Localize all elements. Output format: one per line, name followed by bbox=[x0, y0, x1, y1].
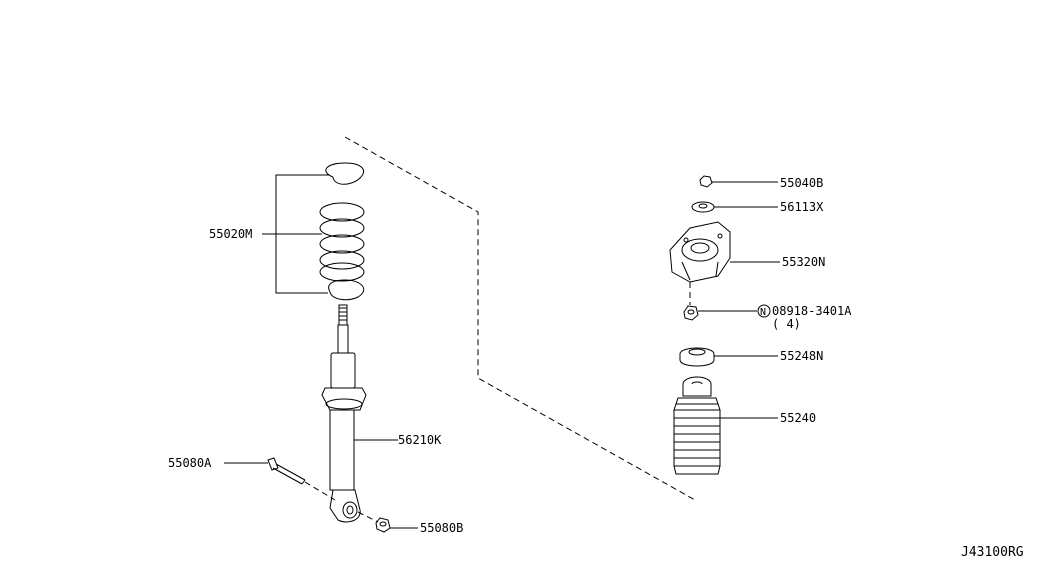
label-08918-3401A: 08918-3401A bbox=[772, 304, 852, 318]
mount-nut-marker-letter: N bbox=[760, 307, 766, 318]
label-55240: 55240 bbox=[780, 411, 816, 425]
label-55080B: 55080B bbox=[420, 521, 463, 535]
assembly-dashed-outline bbox=[344, 136, 696, 501]
label-56210K: 56210K bbox=[398, 433, 442, 447]
label-55020M: 55020M bbox=[209, 227, 252, 241]
top-nut-part bbox=[699, 175, 713, 188]
label-55040B: 55040B bbox=[780, 176, 823, 190]
mount-nut-part bbox=[683, 305, 699, 321]
mount-insulator-part bbox=[669, 221, 731, 283]
label-55320N: 55320N bbox=[782, 255, 825, 269]
lower-nut-part bbox=[375, 517, 391, 533]
label-55080A: 55080A bbox=[168, 456, 212, 470]
label-mount-nut-qty: ( 4) bbox=[772, 317, 801, 331]
shock-absorber-part bbox=[321, 304, 367, 523]
washer-part bbox=[691, 201, 715, 213]
mount-nut-marker-circle bbox=[757, 304, 771, 318]
bound-bumper-part bbox=[679, 347, 715, 367]
bolt-part bbox=[267, 457, 306, 485]
drawing-code: J43100RG bbox=[961, 545, 1024, 560]
coil-spring-part bbox=[319, 162, 365, 301]
dust-cover-part bbox=[673, 376, 721, 475]
label-55248N: 55248N bbox=[780, 349, 823, 363]
label-56113X: 56113X bbox=[780, 200, 824, 214]
